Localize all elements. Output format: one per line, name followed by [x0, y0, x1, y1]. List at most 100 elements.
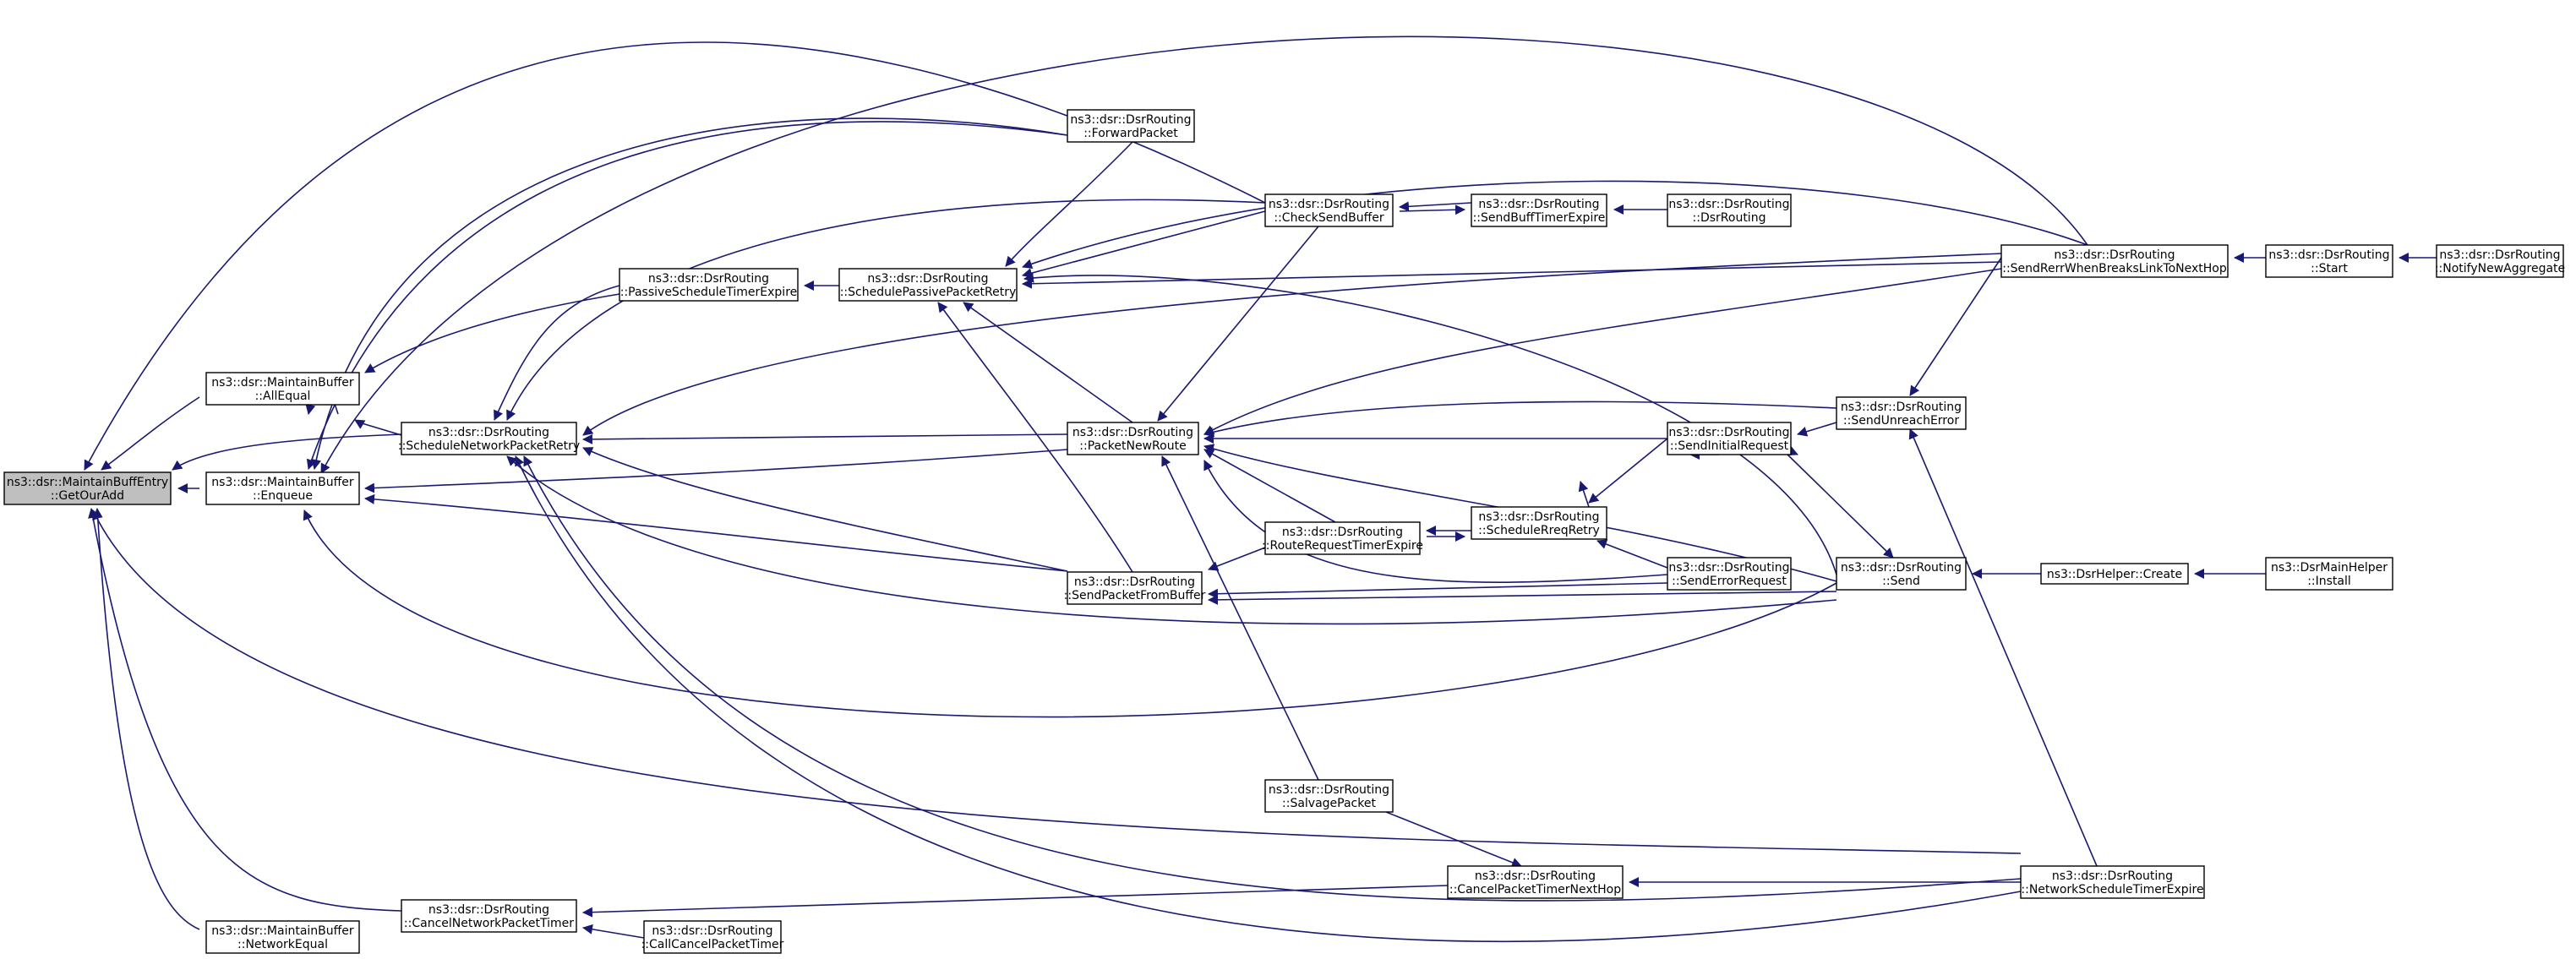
graph-node-forwardpacket[interactable]: ns3::dsr::DsrRouting::ForwardPacket	[1067, 109, 1195, 143]
call-edge	[1596, 539, 1668, 569]
node-label-line: ns3::dsr::DsrRouting	[1072, 426, 1193, 439]
call-edge	[1022, 180, 2088, 270]
node-box	[205, 372, 360, 406]
node-label-line: ::SendPacketFromBuffer	[1064, 589, 1206, 602]
graph-node-notify[interactable]: ns3::dsr::DsrRouting::NotifyNewAggregate	[2435, 244, 2565, 278]
graph-node-schedreq[interactable]: ns3::dsr::DsrRouting::ScheduleRreqRetry	[1471, 506, 1607, 540]
graph-node-sendbufftimer[interactable]: ns3::dsr::DsrRouting::SendBuffTimerExpir…	[1471, 193, 1607, 227]
call-edge	[354, 419, 402, 436]
node-label-line: ::DsrRouting	[1693, 211, 1766, 225]
call-edge	[1203, 449, 1336, 523]
node-box	[1471, 193, 1607, 227]
node-box	[2000, 244, 2229, 278]
node-label-line: ::SendUnreachError	[1843, 414, 1959, 428]
call-edge	[1909, 257, 2002, 396]
graph-node-passivetimer[interactable]: ns3::dsr::DsrRouting::PassiveScheduleTim…	[619, 268, 799, 302]
graph-node-networkequal[interactable]: ns3::dsr::MaintainBuffer::NetworkEqual	[205, 920, 360, 954]
node-label-line: ::ScheduleNetworkPacketRetry	[398, 439, 580, 453]
call-edge	[1797, 422, 1837, 437]
node-box	[1471, 506, 1607, 540]
graph-node-packetnewroute[interactable]: ns3::dsr::DsrRouting::PacketNewRoute	[1067, 422, 1199, 455]
node-label-line: ns3::dsr::DsrRouting	[1478, 198, 1599, 211]
graph-node-senderr[interactable]: ns3::dsr::DsrRouting::SendRerrWhenBreaks…	[2000, 244, 2229, 278]
graph-node-ctor[interactable]: ns3::dsr::DsrRouting::DsrRouting	[1667, 193, 1792, 227]
call-edge	[306, 121, 1068, 470]
graph-node-helpercreate[interactable]: ns3::DsrHelper::Create	[2040, 563, 2189, 585]
graph-node-allequal[interactable]: ns3::dsr::MaintainBuffer::AllEqual	[205, 372, 360, 406]
graph-node-salvage[interactable]: ns3::dsr::DsrRouting::SalvagePacket	[1264, 779, 1394, 813]
node-label-line: ::SendInitialRequest	[1670, 439, 1789, 453]
call-edge	[506, 455, 1837, 625]
call-edge	[1399, 204, 1465, 215]
call-edge	[88, 508, 402, 912]
call-edge	[582, 433, 1068, 444]
call-edge	[1208, 582, 1668, 599]
node-label-line: ns3::dsr::DsrRouting	[2268, 248, 2389, 262]
call-edge	[364, 493, 1068, 572]
call-edge	[1203, 400, 1837, 438]
nodes: ns3::dsr::MaintainBuffEntry::GetOurAddns…	[3, 109, 2565, 954]
call-edge	[84, 41, 1266, 471]
graph-node-sendinitial[interactable]: ns3::dsr::DsrRouting::SendInitialRequest	[1667, 422, 1792, 455]
call-edge	[1203, 268, 2002, 435]
node-box	[3, 471, 172, 505]
node-label-line: ns3::dsr::DsrRouting	[867, 272, 988, 286]
node-box	[2265, 244, 2393, 278]
node-label-line: ::SendBuffTimerExpire	[1473, 211, 1606, 225]
call-edge	[523, 455, 2022, 902]
graph-node-root[interactable]: ns3::dsr::MaintainBuffEntry::GetOurAdd	[3, 471, 172, 505]
graph-node-callcancel[interactable]: ns3::dsr::DsrRouting::CallCancelPacketTi…	[641, 920, 784, 954]
graph-node-sendunreach[interactable]: ns3::dsr::DsrRouting::SendUnreachError	[1836, 396, 1967, 430]
graph-node-routereqtimer[interactable]: ns3::dsr::DsrRouting::RouteRequestTimerE…	[1262, 521, 1423, 555]
graph-node-start[interactable]: ns3::dsr::DsrRouting::Start	[2265, 244, 2393, 278]
node-label-line: ns3::dsr::DsrRouting	[652, 924, 772, 938]
node-label-line: ns3::dsr::DsrRouting	[1668, 561, 1789, 575]
node-label-line: ::ScheduleRreqRetry	[1478, 524, 1600, 537]
call-edge	[364, 293, 620, 373]
node-label-line: ns3::dsr::DsrRouting	[428, 903, 549, 917]
call-edge	[1161, 455, 1319, 781]
node-box	[1067, 571, 1203, 605]
graph-node-schednetretry[interactable]: ns3::dsr::DsrRouting::ScheduleNetworkPac…	[398, 422, 580, 455]
call-edge	[582, 885, 1449, 918]
graph-node-cancelnettimer[interactable]: ns3::dsr::DsrRouting::CancelNetworkPacke…	[401, 899, 577, 933]
node-label-line: ns3::dsr::DsrRouting	[1282, 526, 1403, 539]
node-box	[2020, 865, 2205, 899]
node-label-line: ::Start	[2311, 262, 2348, 275]
graph-node-sendfrombuffer[interactable]: ns3::dsr::DsrRouting::SendPacketFromBuff…	[1064, 571, 1206, 605]
node-box	[1667, 422, 1792, 455]
node-label-line: ns3::dsr::DsrRouting	[1478, 510, 1599, 524]
node-label-line: ::PassiveScheduleTimerExpire	[620, 286, 798, 299]
node-label-line: ::SendErrorRequest	[1672, 575, 1787, 588]
node-box	[2265, 557, 2393, 591]
graph-node-senderror[interactable]: ns3::dsr::DsrRouting::SendErrorRequest	[1667, 557, 1792, 591]
call-edge	[1022, 210, 1266, 278]
node-label-line: ns3::dsr::DsrRouting	[648, 272, 769, 286]
graph-node-checksendbuffer[interactable]: ns3::dsr::DsrRouting::CheckSendBuffer	[1264, 193, 1394, 227]
node-label-line: ns3::DsrHelper::Create	[2047, 568, 2182, 581]
node-label-line: ns3::DsrMainHelper	[2271, 561, 2388, 575]
graph-node-send[interactable]: ns3::dsr::DsrRouting::Send	[1836, 557, 1967, 591]
node-box	[1264, 193, 1394, 227]
graph-node-install[interactable]: ns3::DsrMainHelper::Install	[2265, 557, 2393, 591]
node-box	[1836, 557, 1967, 591]
node-box	[1264, 779, 1394, 813]
node-box	[2040, 563, 2189, 585]
graph-node-netschedtimer[interactable]: ns3::dsr::DsrRouting::NetworkScheduleTim…	[2020, 865, 2205, 899]
call-edge	[937, 302, 1133, 573]
call-edge	[320, 35, 2088, 474]
node-box	[1447, 865, 1624, 899]
node-label-line: ::RouteRequestTimerExpire	[1262, 539, 1423, 553]
node-label-line: ns3::dsr::MaintainBuffer	[211, 924, 354, 938]
call-edge	[364, 449, 1068, 493]
node-label-line: ns3::dsr::DsrRouting	[1668, 426, 1789, 439]
call-edge	[963, 302, 1133, 423]
node-label-line: ::NetworkEqual	[237, 938, 328, 951]
node-label-line: ns3::dsr::MaintainBuffer	[211, 376, 354, 390]
graph-node-enqueue[interactable]: ns3::dsr::MaintainBuffer::Enqueue	[205, 471, 360, 505]
call-edge	[1908, 428, 2098, 867]
graph-node-schedpassive[interactable]: ns3::dsr::DsrRouting::SchedulePassivePac…	[838, 268, 1018, 302]
graph-node-cancelnexthop[interactable]: ns3::dsr::DsrRouting::CancelPacketTimerN…	[1447, 865, 1624, 899]
node-box	[1264, 521, 1421, 555]
call-edge	[311, 117, 1068, 470]
